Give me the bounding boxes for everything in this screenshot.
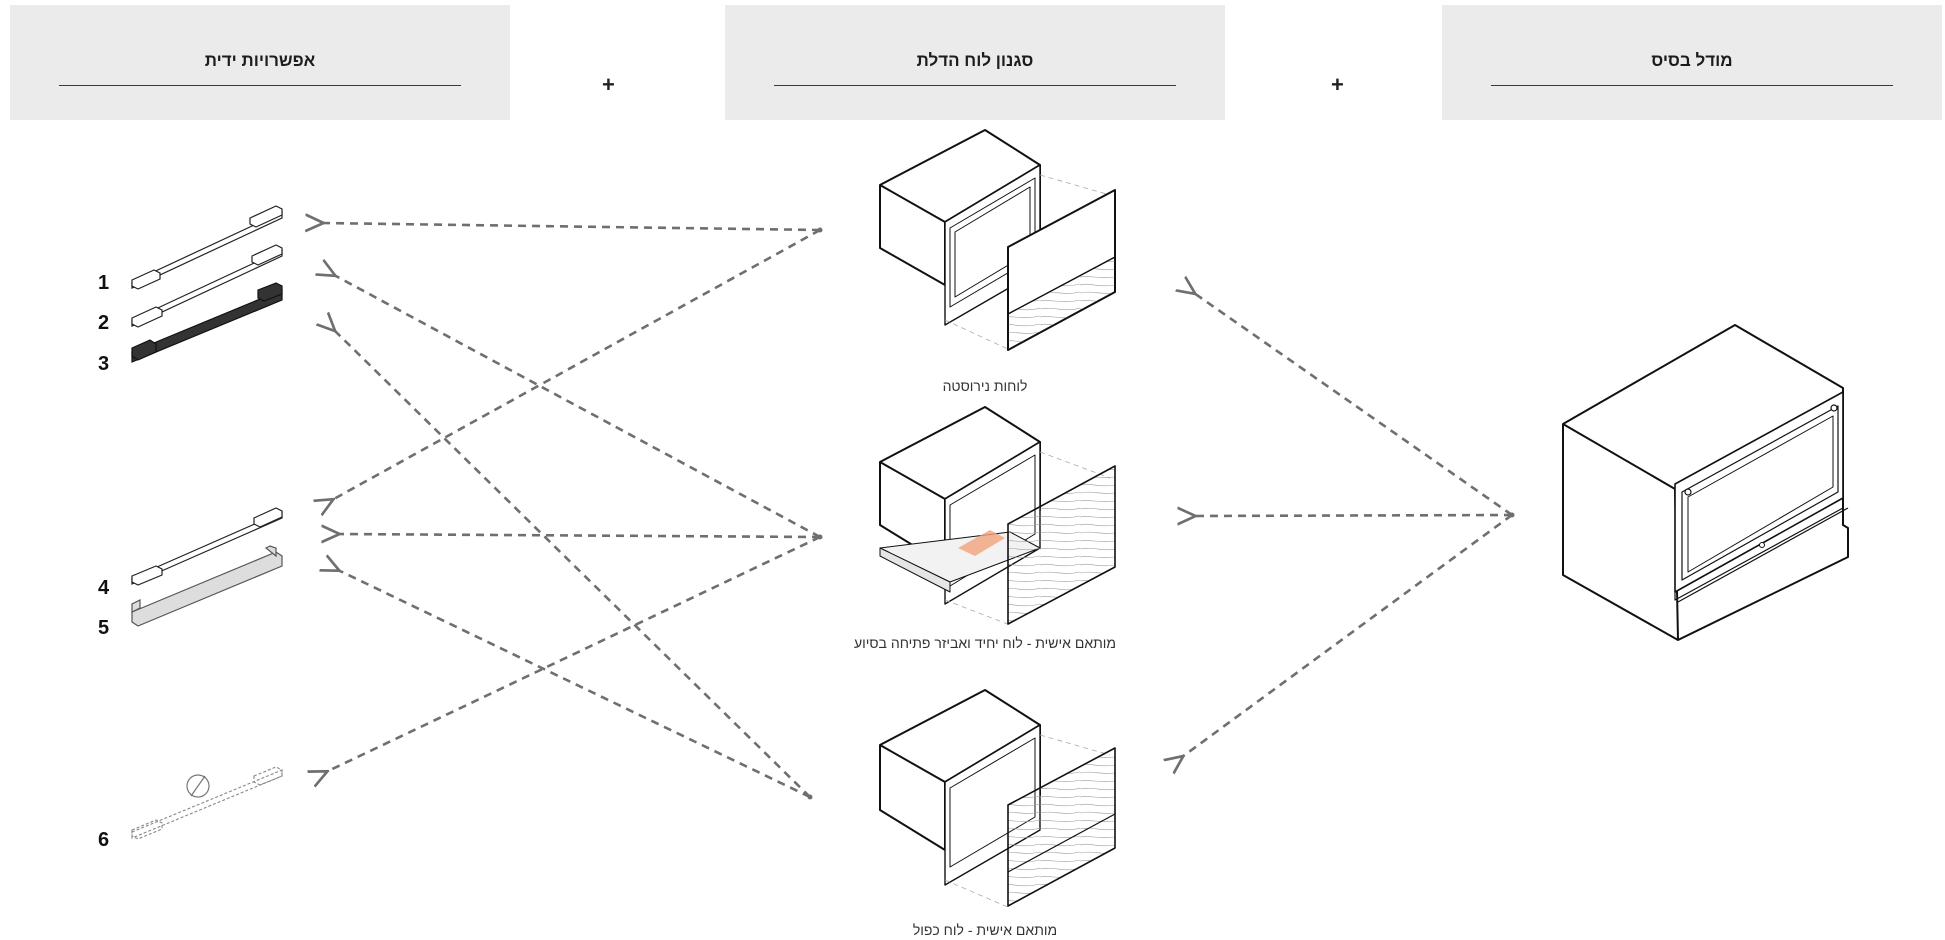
cabinet-custom-double	[879, 689, 1116, 909]
arrow-custom-double-to-handles-4-5	[338, 570, 811, 799]
arrow-origin-dots	[807, 227, 1515, 800]
caption-stainless-panels: לוחות נירוסטה	[942, 378, 1028, 394]
handle-4	[131, 507, 283, 586]
handle-number-1: 1	[98, 272, 110, 294]
base-model-appliance	[1562, 324, 1849, 641]
plus-sign-1: +	[602, 72, 615, 97]
arrow-stainless-to-handles-4-5	[332, 228, 821, 500]
connector-arrows	[322, 223, 1513, 799]
handle-1	[131, 205, 283, 290]
handle-number-3: 3	[98, 353, 110, 375]
plus-sign-2: +	[1331, 72, 1344, 97]
cabinet-stainless	[879, 129, 1116, 351]
header-handle-options: אפשרויות ידית	[10, 5, 510, 120]
header-divider	[774, 85, 1176, 86]
handle-6-none	[131, 766, 283, 840]
caption-custom-single-panel: מותאם אישית - לוח יחיד ואביזר פתיחה בסיו…	[853, 635, 1117, 651]
arrow-base-to-stainless	[1194, 293, 1513, 517]
header-door-panel-style-title: סגנון לוח הדלת	[916, 51, 1034, 70]
cabinet-custom-single	[879, 406, 1116, 626]
handle-5	[131, 545, 283, 627]
handle-number-5: 5	[98, 617, 110, 639]
handle-number-6: 6	[98, 829, 110, 851]
arrow-base-to-custom-single	[1194, 515, 1513, 516]
arrow-custom-single-to-handle-6	[326, 535, 821, 772]
header-base-model: מודל בסיס	[1442, 5, 1942, 120]
arrow-custom-single-to-handles-4-5	[338, 534, 821, 537]
header-base-model-title: מודל בסיס	[1651, 51, 1733, 70]
handle-2	[131, 244, 283, 328]
header-handle-options-title: אפשרויות ידית	[204, 51, 316, 70]
no-handle-icon	[186, 774, 210, 798]
handle-3	[131, 282, 283, 363]
caption-custom-double-panel: מותאם אישית - לוח כפול	[912, 922, 1058, 938]
arrow-stainless-to-handles-1-3	[322, 223, 821, 230]
handle-number-4: 4	[98, 577, 110, 599]
arrow-base-to-custom-double	[1182, 513, 1513, 757]
header-divider	[1491, 85, 1893, 86]
arrow-custom-single-to-handles-1-3	[334, 275, 821, 539]
header-divider	[59, 85, 461, 86]
handle-number-2: 2	[98, 312, 110, 334]
header-door-panel-style: סגנון לוח הדלת	[725, 5, 1225, 120]
arrow-custom-double-to-handles-1-3	[334, 330, 811, 798]
assist-opener-highlight	[958, 530, 1005, 556]
